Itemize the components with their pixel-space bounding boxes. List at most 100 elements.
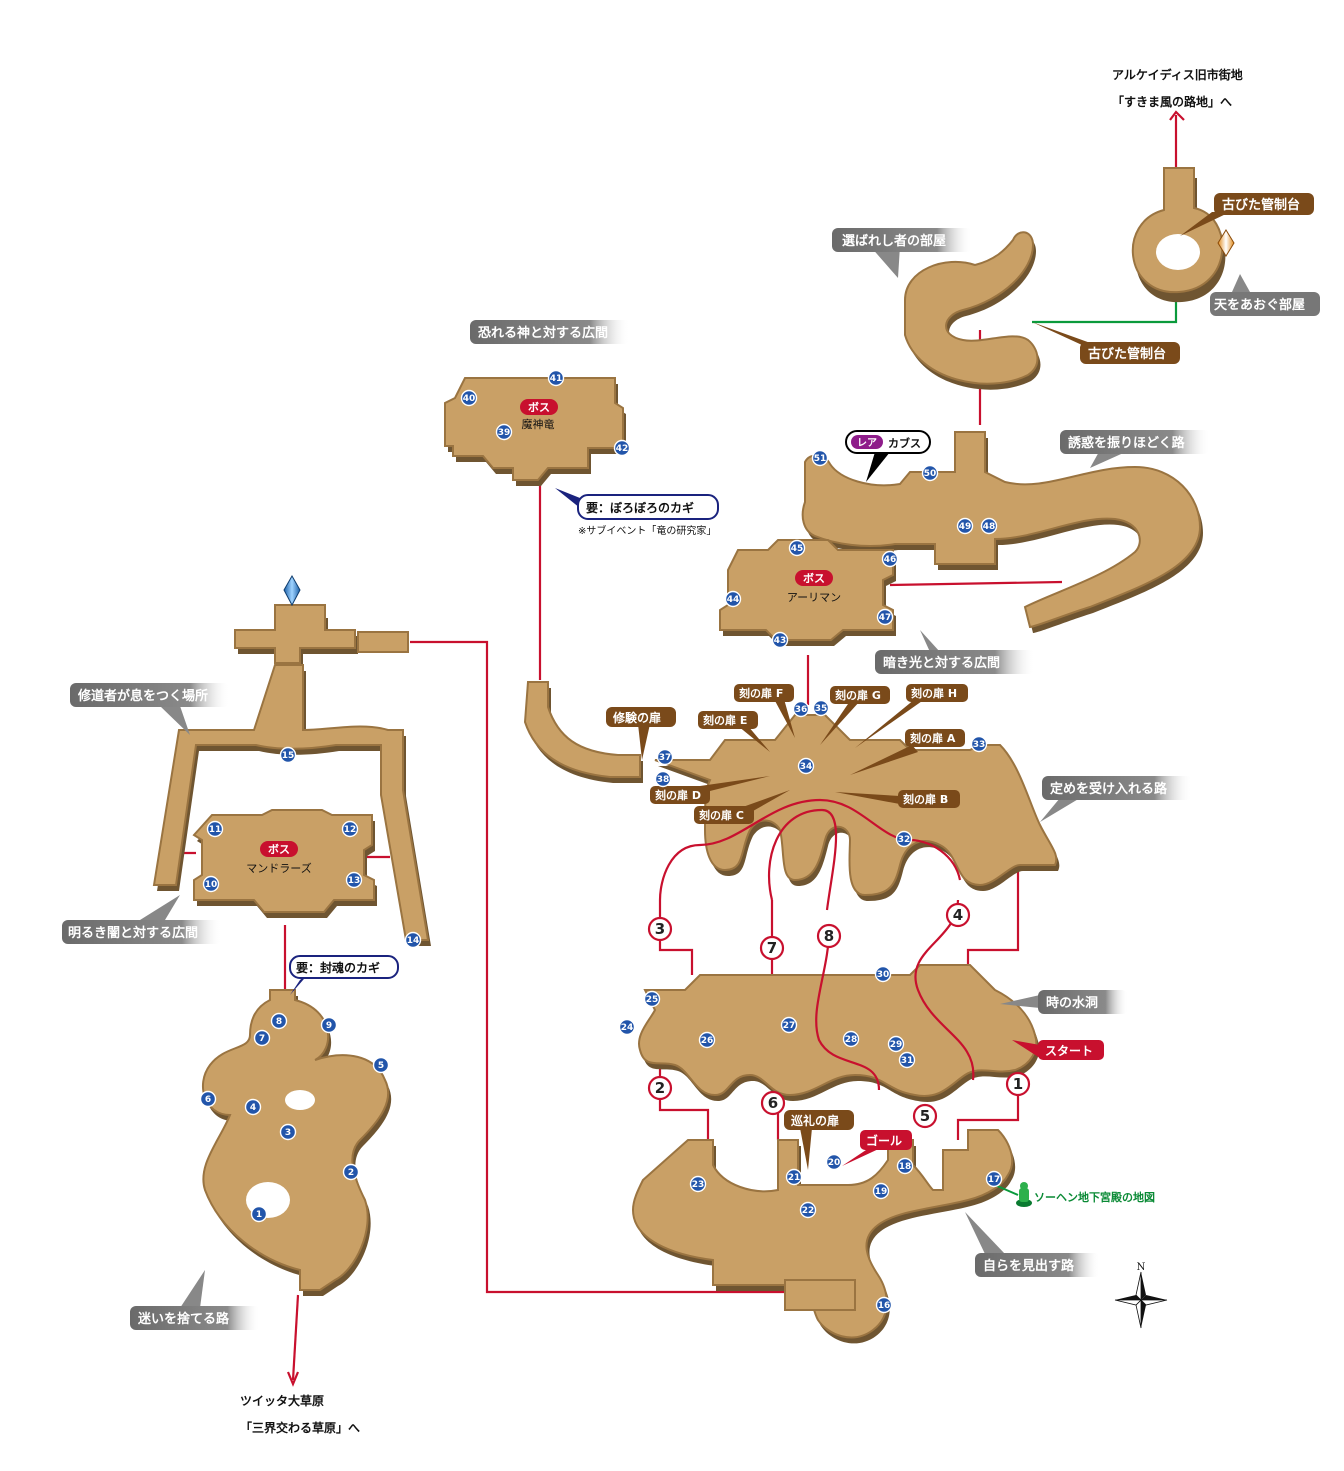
- svg-text:選ばれし者の部屋: 選ばれし者の部屋: [842, 233, 946, 249]
- route-step-8: 8: [816, 923, 842, 949]
- chest-35: 35: [812, 699, 830, 717]
- svg-text:刻の扉 B: 刻の扉 B: [903, 792, 948, 806]
- chest-23: 23: [689, 1175, 707, 1193]
- svg-text:7: 7: [767, 939, 777, 957]
- route-step-5: 5: [912, 1103, 938, 1129]
- chest-39: 39: [495, 423, 513, 441]
- svg-text:ボス: ボス: [268, 842, 290, 856]
- svg-text:41: 41: [550, 374, 563, 384]
- map-item-marker: ソーヘン地下宮殿の地図: [994, 1182, 1155, 1207]
- svg-text:48: 48: [983, 522, 996, 532]
- chest-29: 29: [887, 1035, 905, 1053]
- label-erabare: 選ばれし者の部屋: [832, 228, 972, 278]
- svg-text:2: 2: [655, 1079, 665, 1097]
- chest-44: 44: [724, 590, 742, 608]
- svg-text:45: 45: [791, 544, 804, 554]
- chest-41: 41: [547, 369, 565, 387]
- boss-majinryu: ボス 魔神竜: [520, 399, 558, 431]
- svg-text:魔神竜: 魔神竜: [522, 417, 555, 431]
- route-step-1: 1: [1005, 1071, 1031, 1097]
- chest-38: 38: [654, 770, 672, 788]
- svg-text:ツイッタ大草原: ツイッタ大草原: [240, 1393, 324, 1408]
- svg-text:36: 36: [795, 705, 808, 715]
- svg-text:46: 46: [884, 555, 897, 565]
- label-mizukara: 自らを見出す路: [965, 1212, 1100, 1277]
- chest-40: 40: [460, 389, 478, 407]
- svg-text:14: 14: [407, 936, 420, 946]
- tag-tobira-e: 刻の扉 E: [698, 711, 770, 752]
- chest-7: 7: [253, 1029, 271, 1047]
- route-step-6: 6: [760, 1090, 786, 1116]
- svg-text:修道者が息をつく場所: 修道者が息をつく場所: [77, 688, 208, 704]
- svg-text:刻の扉 F: 刻の扉 F: [739, 686, 783, 700]
- exit-bottom: ツイッタ大草原 「三界交わる草原」へ: [240, 1393, 360, 1435]
- chest-45: 45: [788, 539, 806, 557]
- chest-3: 3: [279, 1123, 297, 1141]
- svg-text:自らを見出す路: 自らを見出す路: [983, 1258, 1075, 1274]
- boss-ahriman: ボス アーリマン: [787, 570, 841, 604]
- svg-text:4: 4: [953, 906, 963, 924]
- svg-text:9: 9: [326, 1021, 332, 1031]
- svg-text:44: 44: [727, 595, 740, 605]
- svg-text:恐れる神と対する広間: 恐れる神と対する広間: [478, 325, 608, 341]
- svg-text:古びた管制台: 古びた管制台: [1088, 346, 1166, 362]
- svg-text:11: 11: [209, 825, 222, 835]
- label-yuwaku: 誘惑を振りほどく路: [1060, 430, 1210, 468]
- svg-text:26: 26: [701, 1036, 714, 1046]
- svg-text:3: 3: [655, 920, 665, 938]
- goal-marker: ゴール: [842, 1130, 912, 1166]
- chest-36: 36: [792, 700, 810, 718]
- chest-25: 25: [643, 990, 661, 1008]
- chest-11: 11: [206, 820, 224, 838]
- svg-text:30: 30: [877, 970, 890, 980]
- chest-20: 20: [825, 1153, 843, 1171]
- svg-text:※サブイベント「竜の研究家」: ※サブイベント「竜の研究家」: [578, 524, 716, 537]
- chest-43: 43: [771, 631, 789, 649]
- rare-cubs: レア カブス: [845, 430, 931, 482]
- svg-text:N: N: [1137, 1262, 1146, 1273]
- chest-33: 33: [970, 735, 988, 753]
- svg-text:刻の扉 G: 刻の扉 G: [835, 688, 881, 702]
- save-crystal: [283, 574, 301, 607]
- svg-text:15: 15: [282, 751, 295, 761]
- req-boroboro: 要：ぼろぼろのカギ ※サブイベント「竜の研究家」: [555, 488, 719, 537]
- svg-text:アルケイディス旧市街地: アルケイディス旧市街地: [1112, 67, 1243, 82]
- tag-tobira-g: 刻の扉 G: [820, 686, 890, 745]
- label-sadame: 定めを受け入れる路: [1040, 776, 1192, 822]
- svg-text:明るき闇と対する広間: 明るき闇と対する広間: [68, 925, 198, 941]
- tag-tobira-h: 刻の扉 H: [855, 684, 968, 748]
- door-tags: 古びた管制台 古びた管制台 修験の扉 巡礼の扉 刻の扉 F 刻の扉 G: [606, 193, 1314, 1170]
- svg-text:6: 6: [768, 1094, 778, 1112]
- svg-text:35: 35: [815, 704, 828, 714]
- teleport-crystal: [1217, 229, 1235, 257]
- svg-text:32: 32: [898, 835, 911, 845]
- chest-15: 15: [279, 746, 297, 764]
- svg-text:要：封魂のカギ: 要：封魂のカギ: [296, 960, 380, 975]
- chest-26: 26: [698, 1031, 716, 1049]
- exit-top: アルケイディス旧市街地 「すきま風の路地」へ: [1112, 67, 1243, 109]
- chest-46: 46: [881, 550, 899, 568]
- room-akaruki-shape: [192, 809, 377, 918]
- chest-28: 28: [842, 1030, 860, 1048]
- label-tenwo: 天をあおぐ部屋: [1210, 274, 1320, 316]
- svg-text:49: 49: [959, 522, 972, 532]
- chest-27: 27: [780, 1016, 798, 1034]
- chest-1: 1: [250, 1205, 268, 1223]
- rooms: [152, 167, 1226, 1344]
- svg-text:巡礼の扉: 巡礼の扉: [791, 1113, 839, 1128]
- svg-text:23: 23: [692, 1180, 705, 1190]
- svg-text:刻の扉 H: 刻の扉 H: [911, 686, 957, 700]
- room-shudousha-shape: [152, 664, 431, 946]
- svg-text:12: 12: [344, 825, 357, 835]
- svg-text:29: 29: [890, 1040, 903, 1050]
- room-tenwo-shape: [1131, 167, 1226, 303]
- chest-16: 16: [875, 1296, 893, 1314]
- room-labels: 選ばれし者の部屋 天をあおぐ部屋 恐れる神と対する広間 誘惑を振りほどく路 暗き…: [62, 228, 1320, 1330]
- chest-32: 32: [895, 830, 913, 848]
- boss-mandragoras: ボス マンドラーズ: [246, 841, 312, 875]
- route-step-4: 4: [945, 902, 971, 928]
- chest-50: 50: [921, 464, 939, 482]
- svg-text:43: 43: [774, 636, 787, 646]
- chest-4: 4: [244, 1098, 262, 1116]
